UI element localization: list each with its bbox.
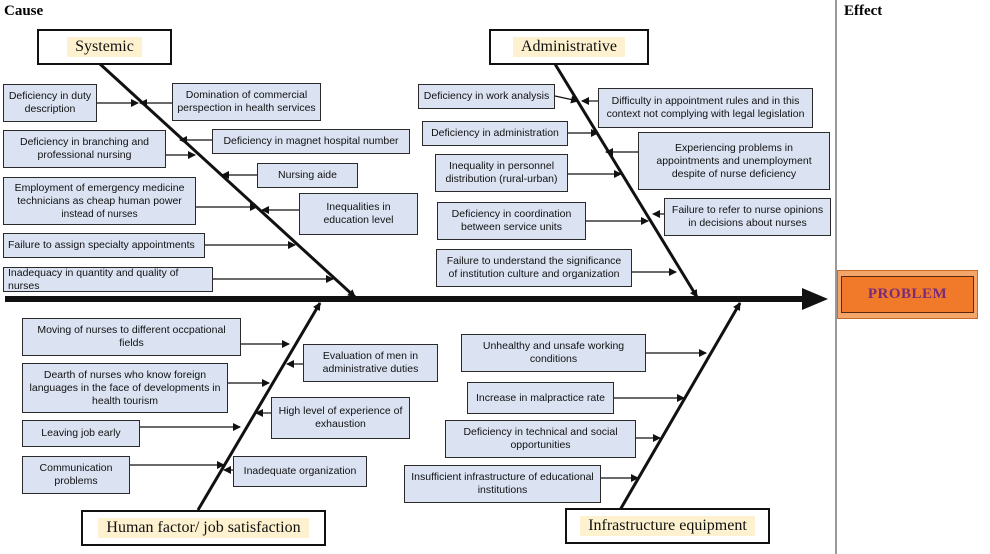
cause-emergency-technicians-main: Employment of emergency medicine technic… xyxy=(14,181,185,207)
cause-communication: Communication problems xyxy=(22,456,130,494)
cause-branching-nursing: Deficiency in branching and professional… xyxy=(3,130,166,168)
cause-technical-social: Deficiency in technical and social oppor… xyxy=(445,420,636,458)
cause-men-evaluation: Evaluation of men in administrative duti… xyxy=(303,344,438,382)
cause-personnel-inequality: Inequality in personnel distribution (ru… xyxy=(435,154,568,192)
problem-box: PROBLEM xyxy=(837,270,978,319)
cause-unemployment: Experiencing problems in appointments an… xyxy=(638,132,830,190)
cause-magnet-hospital: Deficiency in magnet hospital number xyxy=(212,129,410,154)
cause-emergency-technicians-sub: instead of nurses xyxy=(61,208,138,220)
cause-nursing-aide: Nursing aide xyxy=(257,163,358,188)
effect-header: Effect xyxy=(844,3,883,19)
cause-header: Cause xyxy=(4,3,44,19)
cause-educational-infrastructure: Insufficient infrastructure of education… xyxy=(404,465,601,503)
category-human-factor: Human factor/ job satisfaction xyxy=(81,510,326,546)
cause-coordination: Deficiency in coordination between servi… xyxy=(437,202,586,240)
category-infrastructure: Infrastructure equipment xyxy=(565,508,770,544)
cause-nurse-inadequacy: Inadequacy in quantity and quality of nu… xyxy=(3,267,213,292)
cause-commercial-perspective: Domination of commercial perspection in … xyxy=(172,83,321,121)
cause-arrows xyxy=(97,95,707,482)
cause-specialty-appointments: Failure to assign specialty appointments xyxy=(3,233,205,258)
cause-education-inequalities: Inequalities in education level xyxy=(299,193,418,235)
cause-foreign-languages: Dearth of nurses who know foreign langua… xyxy=(22,363,228,413)
bone-human xyxy=(196,302,322,511)
category-administrative: Administrative xyxy=(489,29,649,65)
cause-administration: Deficiency in administration xyxy=(422,121,568,146)
cause-leaving-job: Leaving job early xyxy=(22,420,140,447)
category-systemic-label: Systemic xyxy=(67,37,142,57)
cause-emergency-technicians: Employment of emergency medicine technic… xyxy=(3,177,196,225)
category-infrastructure-label: Infrastructure equipment xyxy=(580,516,755,536)
category-systemic: Systemic xyxy=(37,29,172,65)
cause-institution-culture: Failure to understand the significance o… xyxy=(436,249,632,287)
cause-duty-description: Deficiency in duty description xyxy=(3,84,97,122)
cause-appointment-rules: Difficulty in appointment rules and in t… xyxy=(598,88,813,128)
category-human-factor-label: Human factor/ job satisfaction xyxy=(98,518,309,538)
cause-inadequate-organization: Inadequate organization xyxy=(233,456,367,487)
cause-work-analysis: Deficiency in work analysis xyxy=(418,84,555,109)
cause-malpractice: Increase in malpractice rate xyxy=(467,382,614,414)
category-administrative-label: Administrative xyxy=(513,37,625,57)
cause-exhaustion: High level of experience of exhaustion xyxy=(271,397,410,439)
cause-unhealthy-conditions: Unhealthy and unsafe working conditions xyxy=(461,334,646,372)
problem-label: PROBLEM xyxy=(841,276,974,313)
cause-moving-nurses: Moving of nurses to different occpationa… xyxy=(22,318,241,356)
bone-infrastructure xyxy=(618,302,742,511)
cause-nurse-opinions: Failure to refer to nurse opinions in de… xyxy=(664,198,831,236)
